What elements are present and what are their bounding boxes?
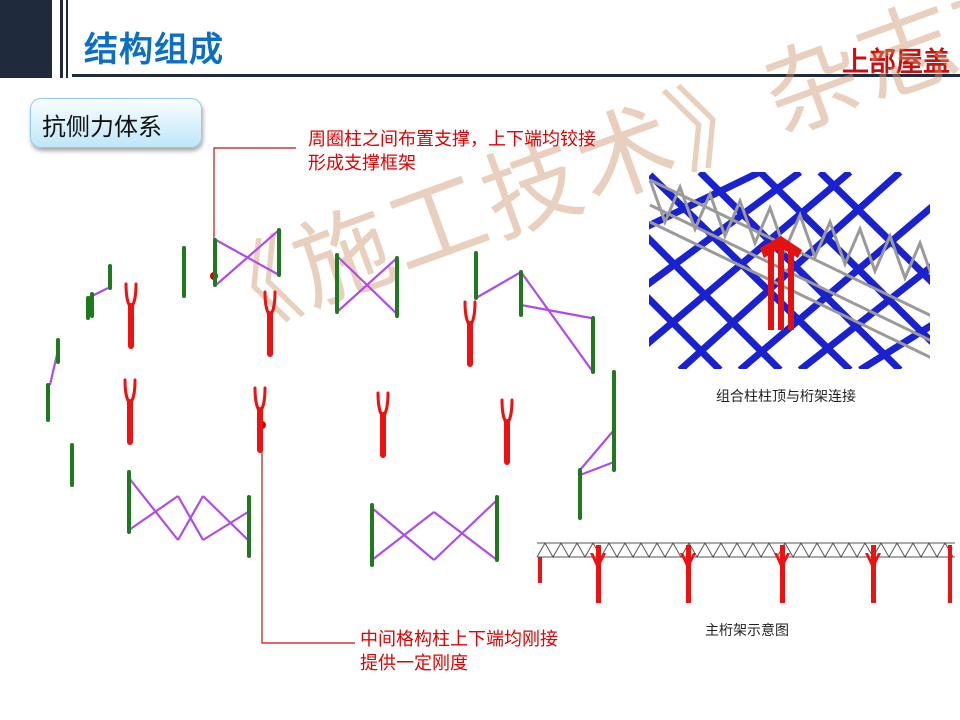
leader-line-top [213,147,296,276]
header-underline [72,74,960,77]
lattice-column [253,386,267,453]
caption-main-truss: 主桁架示意图 [705,623,789,639]
page-title: 结构组成 [84,30,224,70]
leader-line-bottom [261,425,355,644]
header-dark-block [0,0,52,78]
lattice-column [124,282,138,349]
annotation-line: 中间格构柱上下端均刚接 [360,629,558,650]
lattice-column [376,391,390,458]
annotation-line: 提供一定刚度 [360,653,468,674]
lattice-column [263,290,277,357]
brace-members [48,229,615,561]
annotation-line: 周圈柱之间布置支撑，上下端均铰接 [308,129,596,150]
lattice-column [123,378,137,445]
page-subtitle: 上部屋盖 [842,47,950,78]
caption-joint-detail: 组合柱柱顶与桁架连接 [716,389,856,405]
leader-lines [213,147,355,644]
header-divider-line [66,0,68,78]
header-divider-line [60,0,63,78]
annotation-bracing-frame: 周圈柱之间布置支撑，上下端均铰接 形成支撑框架 [308,128,596,176]
annotation-line: 形成支撑框架 [308,153,416,174]
lattice-columns [123,282,514,465]
section-label-box [30,98,202,148]
lattice-column [463,300,477,367]
section-label: 抗侧力体系 [42,113,162,141]
lattice-column [500,398,514,465]
perimeter-columns [46,228,616,567]
annotation-lattice-column: 中间格构柱上下端均刚接 提供一定刚度 [360,628,558,676]
